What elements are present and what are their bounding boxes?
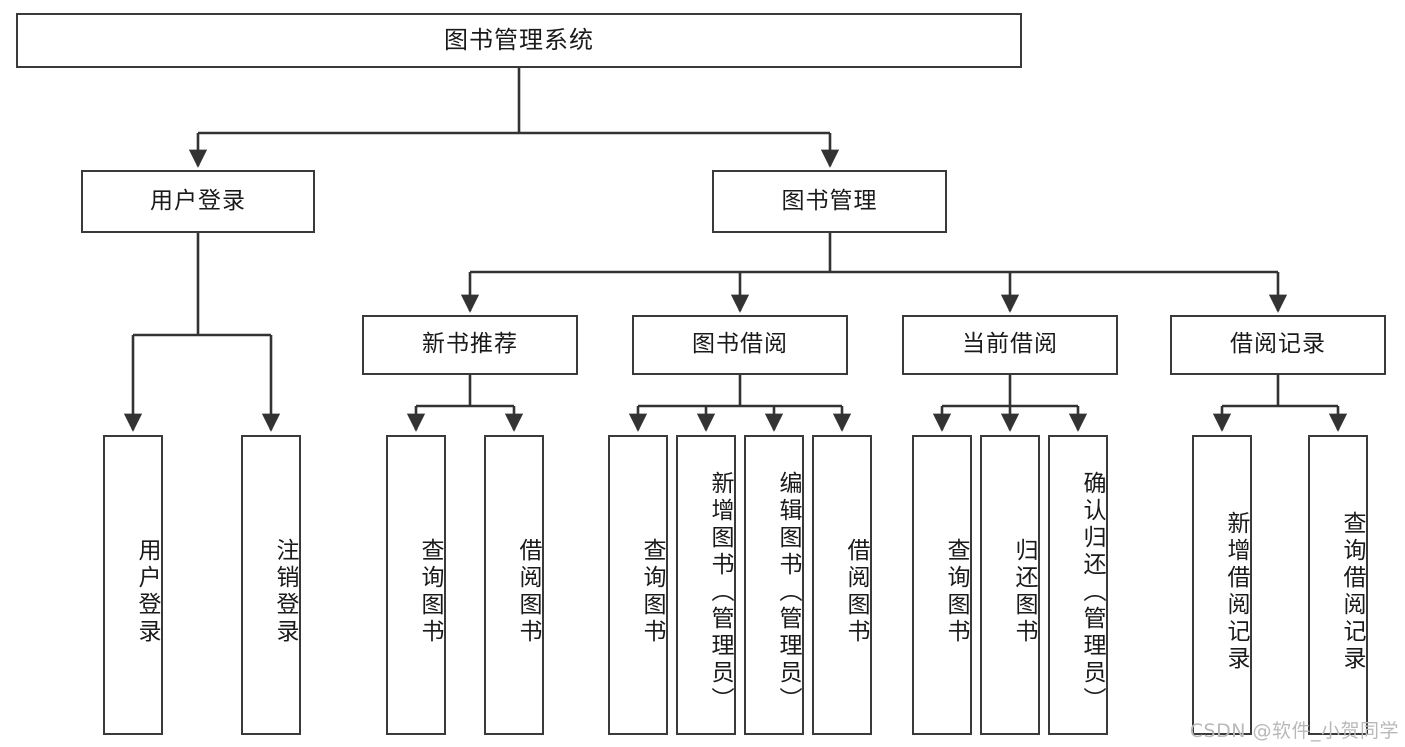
leaf-label: 新增借阅记录	[1223, 511, 1249, 673]
node-borrow-record[interactable]: 借阅记录	[1170, 315, 1386, 375]
leaf-user-login-logout[interactable]: 注销登录	[241, 435, 301, 735]
leaf-user-login-login[interactable]: 用户登录	[103, 435, 163, 735]
leaf-new-book-borrow-book[interactable]: 借阅图书	[484, 435, 544, 735]
leaf-label: 查询图书	[639, 538, 665, 646]
leaf-label: 查询图书	[943, 538, 969, 646]
csdn-watermark: CSDN @软件_小贺同学	[1189, 720, 1399, 742]
leaf-borrow-record-add-record[interactable]: 新增借阅记录	[1192, 435, 1252, 735]
leaf-label: 查询图书	[417, 538, 443, 646]
leaf-label: 确认归还（管理员）	[1079, 470, 1105, 714]
leaf-book-borrow-query-book[interactable]: 查询图书	[608, 435, 668, 735]
leaf-current-borrow-confirm-return-admin[interactable]: 确认归还（管理员）	[1048, 435, 1108, 735]
leaf-label: 查询借阅记录	[1339, 511, 1365, 673]
leaf-label: 借阅图书	[843, 538, 869, 646]
leaf-new-book-query-book[interactable]: 查询图书	[386, 435, 446, 735]
leaf-current-borrow-return-book[interactable]: 归还图书	[980, 435, 1040, 735]
leaf-book-borrow-add-book-admin[interactable]: 新增图书（管理员）	[676, 435, 736, 735]
leaf-current-borrow-query-book[interactable]: 查询图书	[912, 435, 972, 735]
leaf-borrow-record-query-record[interactable]: 查询借阅记录	[1308, 435, 1368, 735]
node-current-borrow[interactable]: 当前借阅	[902, 315, 1118, 375]
leaf-label: 归还图书	[1011, 538, 1037, 646]
leaf-label: 用户登录	[134, 538, 160, 646]
leaf-label: 注销登录	[272, 538, 298, 646]
node-new-book-recommend[interactable]: 新书推荐	[362, 315, 578, 375]
node-user-login[interactable]: 用户登录	[81, 170, 315, 233]
leaf-label: 新增图书（管理员）	[707, 470, 733, 714]
leaf-label: 编辑图书（管理员）	[775, 470, 801, 714]
leaf-book-borrow-borrow-book[interactable]: 借阅图书	[812, 435, 872, 735]
node-book-borrow[interactable]: 图书借阅	[632, 315, 848, 375]
node-root-book-management-system[interactable]: 图书管理系统	[16, 13, 1022, 68]
leaf-label: 借阅图书	[515, 538, 541, 646]
leaf-book-borrow-edit-book-admin[interactable]: 编辑图书（管理员）	[744, 435, 804, 735]
node-book-management[interactable]: 图书管理	[712, 170, 947, 233]
